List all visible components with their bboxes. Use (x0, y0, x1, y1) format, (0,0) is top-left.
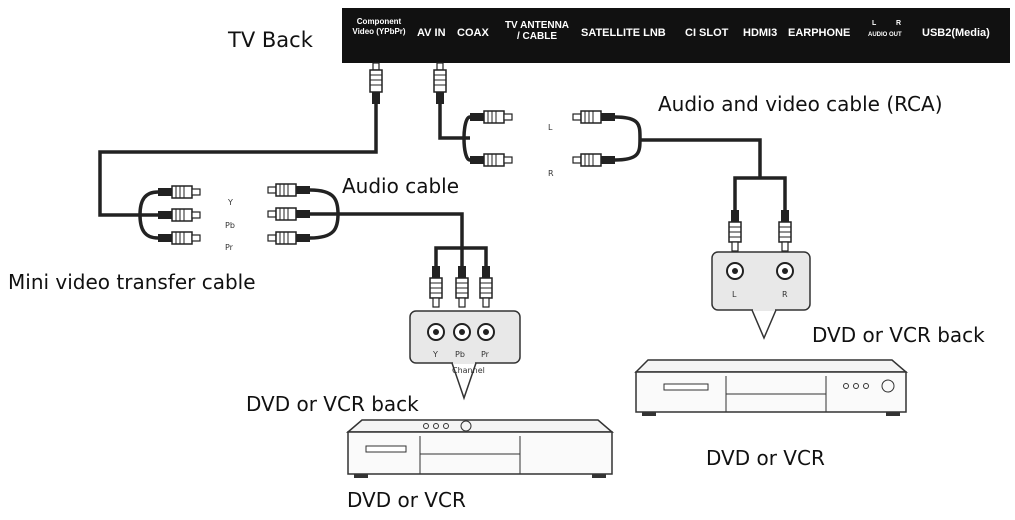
tv-back-title: TV Back (228, 28, 313, 52)
port-audio-out-r: R (896, 20, 902, 27)
mini-plug-pb-left (157, 208, 201, 222)
port-ci-slot: CI SLOT (685, 27, 729, 39)
rca-cable-to-device (614, 115, 642, 162)
right-dvd-device (634, 359, 909, 416)
rca-plug-r-right (572, 153, 616, 167)
port-usb2: USB2(Media) (922, 27, 990, 39)
device-plug-pb (455, 265, 469, 308)
rca-plug-r-left (469, 153, 513, 167)
port-component: Component Video (YPbPr) (346, 17, 412, 37)
left-dvd-device (345, 419, 615, 478)
port-tv-antenna-line2: / CABLE (517, 31, 557, 42)
av-in-plug (433, 62, 447, 105)
port-av-in: AV IN (417, 27, 446, 39)
mini-plug-pr-right (267, 231, 311, 245)
right-device-plug-r (778, 209, 792, 252)
port-audio-out-l: L (872, 20, 877, 27)
left-channel-label: Channel (452, 366, 485, 375)
right-device-label: DVD or VCR (706, 446, 825, 470)
audio-cable-label: Audio cable (342, 174, 460, 198)
right-device-plug-l (728, 209, 742, 252)
left-jack-y-label: Y (432, 350, 438, 359)
tv-back-panel (342, 8, 1010, 63)
left-device-back-label: DVD or VCR back (246, 392, 419, 416)
port-audio-out: AUDIO OUT (868, 32, 902, 38)
rca-plug-l-label: L (548, 123, 553, 132)
mini-plug-y-right (267, 183, 311, 197)
right-device-back-label: DVD or VCR back (812, 323, 985, 347)
left-jack-pr-label: Pr (481, 350, 490, 359)
left-device-label: DVD or VCR (347, 488, 466, 512)
left-callout-pointer (451, 362, 477, 401)
component-cable-to-device (310, 212, 464, 238)
rca-cable-label: Audio and video cable (RCA) (658, 92, 943, 116)
mini-video-cable-split-bot (138, 214, 159, 240)
port-component-line2: Video (YPbPr) (352, 27, 406, 36)
port-component-line1: Component (356, 17, 402, 26)
rca-cable (438, 104, 470, 140)
right-jack-l-label: L (732, 290, 737, 299)
port-hdmi3: HDMI3 (743, 27, 778, 39)
device-plug-pr (479, 265, 493, 308)
mini-plug-y-label: Y (227, 198, 233, 207)
mini-plug-pr-left (157, 231, 201, 245)
mini-plug-pr-label: Pr (225, 243, 234, 252)
left-jack-pb-label: Pb (455, 350, 465, 359)
mini-plug-pb-right (267, 207, 311, 221)
rca-cable-split (462, 115, 471, 162)
device-plug-y (429, 265, 443, 308)
rca-plug-l-right (572, 110, 616, 124)
port-coax: COAX (457, 27, 489, 39)
mini-video-cable-split-top (138, 190, 159, 216)
port-tv-antenna: TV ANTENNA / CABLE (498, 20, 576, 42)
rca-plug-r-label: R (548, 169, 554, 178)
right-jack-r-label: R (782, 290, 788, 299)
right-jack-panel (711, 251, 811, 311)
mini-video-cable-label: Mini video transfer cable (8, 270, 256, 294)
component-plug (369, 62, 383, 105)
mini-video-cable (98, 104, 378, 217)
rca-cable-run (640, 138, 762, 178)
mini-plug-y-left (157, 185, 201, 199)
mini-plug-pb-label: Pb (225, 221, 235, 230)
port-satellite-lnb: SATELLITE LNB (581, 27, 666, 39)
rca-plug-l-left (469, 110, 513, 124)
port-earphone: EARPHONE (788, 27, 851, 39)
right-callout-pointer (751, 309, 777, 340)
rca-cable-device-split (733, 176, 787, 212)
port-tv-antenna-line1: TV ANTENNA (504, 20, 570, 31)
